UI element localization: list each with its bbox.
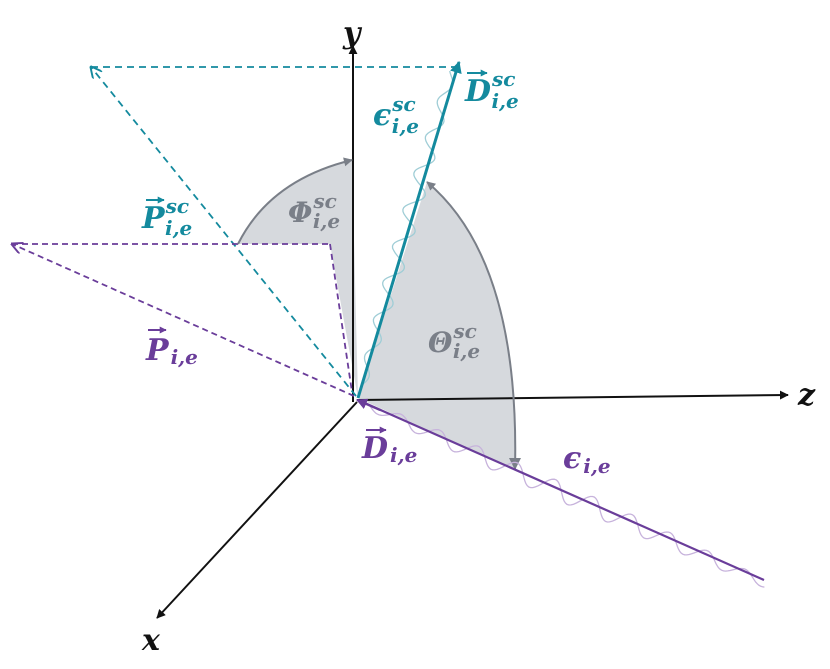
x-axis [156, 401, 358, 619]
z-axis [356, 390, 789, 401]
d-sc-base: D [464, 74, 491, 109]
incident-wave [369, 405, 765, 588]
purple-projection-drop [329, 243, 353, 393]
d-sc-sub: i,e [491, 89, 518, 113]
d-base: D [361, 431, 388, 466]
incident-direction-line [357, 398, 765, 582]
phi-sub: i,e [313, 209, 340, 233]
svg-text:ϵi,e: ϵi,e [563, 441, 611, 478]
theta-sup: sc [452, 319, 476, 343]
d-sub: i,e [390, 443, 417, 467]
svg-text:Di,e: Di,e [361, 431, 417, 467]
y-axis-label: y [342, 16, 363, 51]
z-axis-label: z [797, 378, 816, 413]
eps-base: ϵ [563, 441, 581, 476]
phi-arc [237, 157, 353, 245]
eps-sc-sub: i,e [392, 114, 419, 138]
theta-base: Θ [428, 326, 453, 359]
theta-sub: i,e [453, 339, 480, 363]
x-axis-label: x [141, 623, 161, 658]
theta-arc-lower-head [509, 458, 521, 470]
svg-text:Pi,e: Pi,e [145, 333, 198, 369]
phi-base: Φ [288, 196, 312, 229]
d-sc-sup: sc [491, 67, 515, 91]
theta-arc [426, 181, 517, 471]
phi-angle-sector [238, 160, 358, 398]
eps-sc-sup: sc [391, 92, 415, 116]
eps-sub: i,e [583, 454, 610, 478]
phi-sup: sc [312, 189, 336, 213]
p-sc-base: P [141, 201, 166, 236]
p-sc-vector [91, 67, 357, 397]
p-vector [12, 244, 355, 397]
p-sc-sub: i,e [165, 216, 192, 240]
p-sub: i,e [171, 345, 198, 369]
p-sc-sup: sc [165, 194, 189, 218]
eps-sc-base: ϵ [373, 98, 391, 133]
scattered-wave [361, 70, 454, 386]
p-base: P [145, 333, 170, 368]
d-vector [355, 398, 381, 412]
d-sc-vector [356, 60, 462, 399]
